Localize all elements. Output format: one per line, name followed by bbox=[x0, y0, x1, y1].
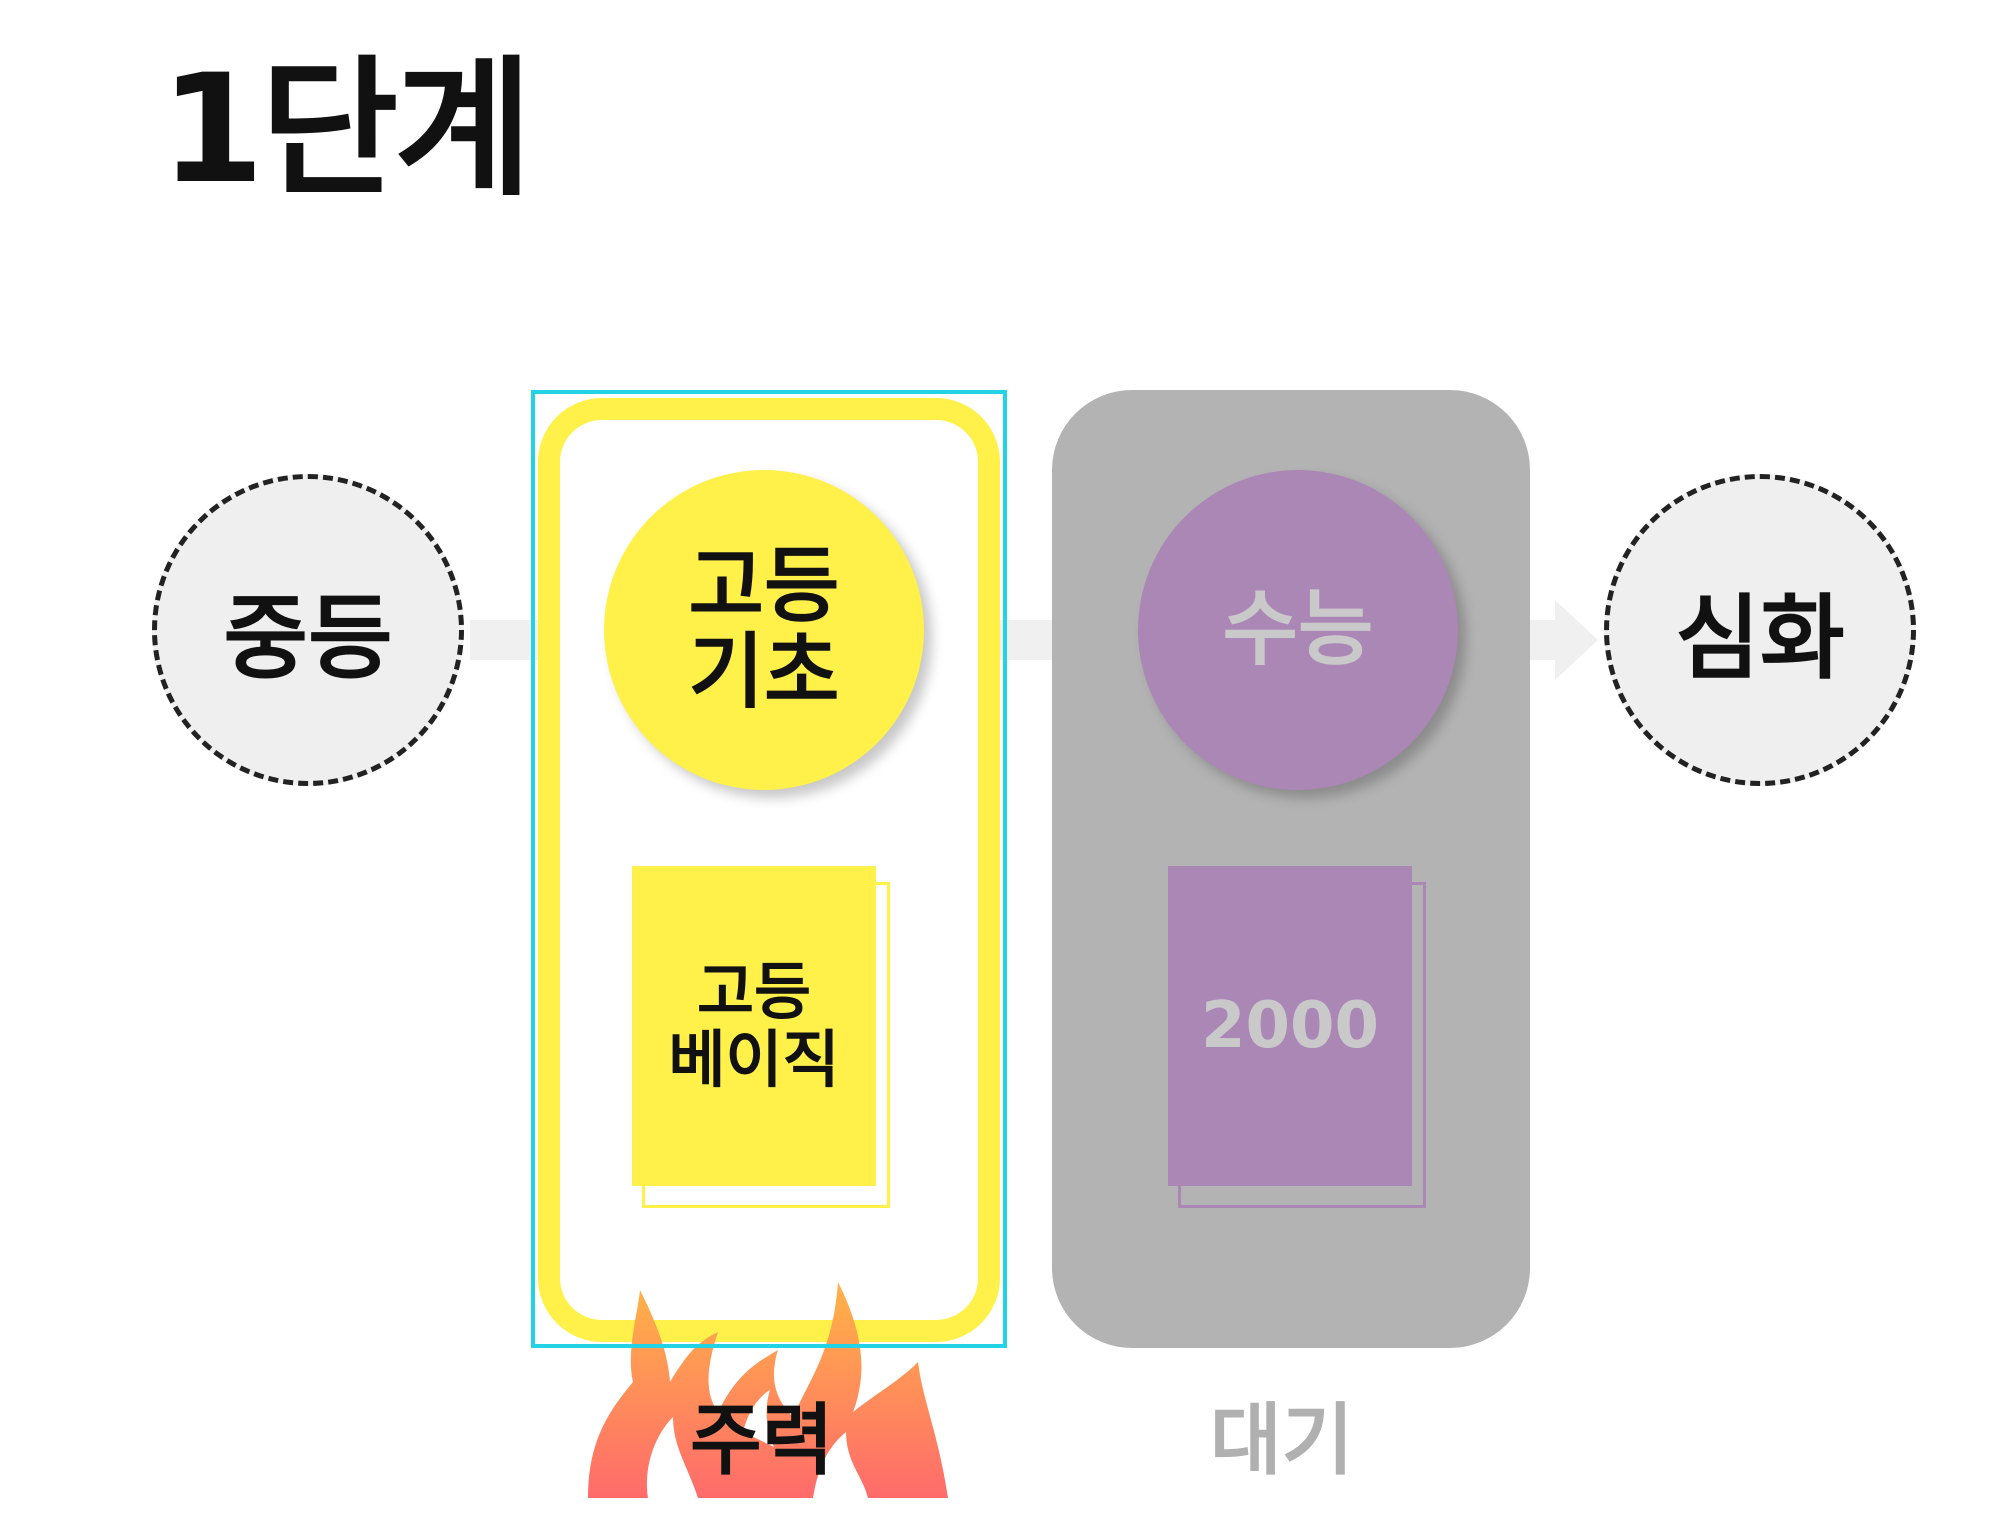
start-node-label: 중등 bbox=[223, 584, 393, 692]
selection-frame bbox=[531, 390, 1007, 1348]
page-title: 1단계 bbox=[160, 43, 532, 217]
active-book-line1: 고등 bbox=[696, 954, 812, 1028]
end-node-label: 심화 bbox=[1675, 584, 1845, 692]
end-node: 심화 bbox=[1604, 474, 1916, 786]
active-stage-circle: 고등 기초 bbox=[604, 470, 924, 790]
active-circle-line1: 고등 bbox=[688, 538, 840, 634]
flame-icon bbox=[588, 1282, 948, 1498]
active-circle-line2: 기초 bbox=[688, 625, 840, 720]
start-node: 중등 bbox=[152, 474, 464, 786]
waiting-book-label: 2000 bbox=[1200, 988, 1380, 1063]
active-book-line2: 베이직 bbox=[668, 1023, 840, 1096]
status-wait-label: 대기 bbox=[1210, 1396, 1354, 1486]
arrow-right-icon bbox=[1520, 600, 1598, 680]
active-book-label: 고등 베이직 bbox=[632, 866, 876, 1186]
waiting-stage-circle: 수능 bbox=[1138, 470, 1458, 790]
status-main-label: 주력 bbox=[690, 1396, 834, 1486]
waiting-circle-label: 수능 bbox=[1222, 581, 1374, 677]
book-icon: 2000 bbox=[1168, 866, 1444, 1226]
book-icon: 고등 베이직 bbox=[632, 866, 908, 1226]
